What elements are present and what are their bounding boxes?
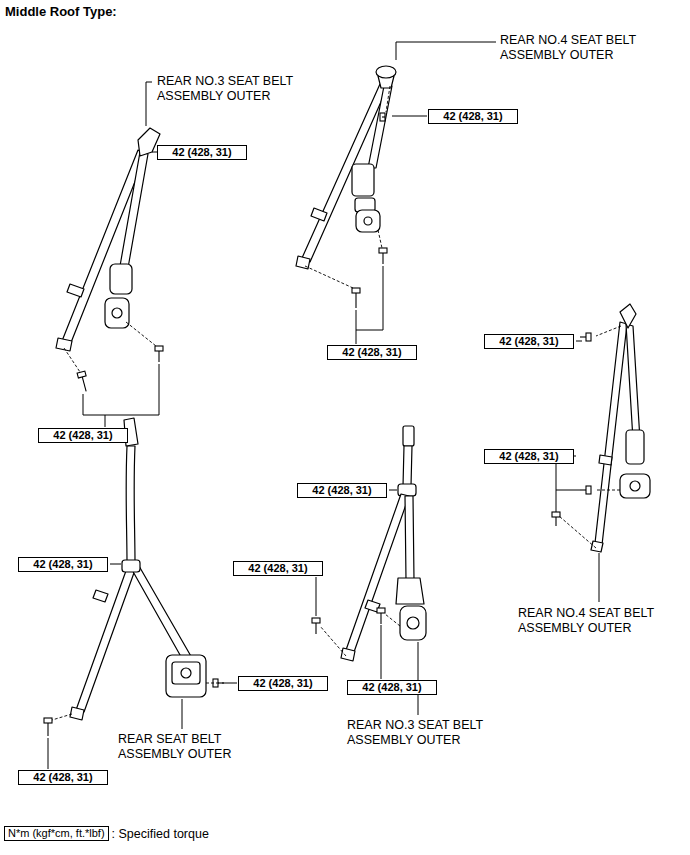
- torque-box: 42 (428, 31): [428, 109, 518, 124]
- torque-box: 42 (428, 31): [297, 483, 387, 498]
- torque-value: 42 (428, 31): [248, 562, 307, 574]
- part-name: REAR NO.4 SEAT BELT ASSEMBLY OUTER: [518, 606, 683, 636]
- torque-value: 42 (428, 31): [342, 346, 401, 358]
- part-name: REAR SEAT BELT ASSEMBLY OUTER: [118, 732, 283, 762]
- legend-text: : Specified torque: [109, 827, 209, 841]
- torque-box: 42 (428, 31): [38, 428, 128, 443]
- unit-box: N*m (kgf*cm, ft.*lbf): [4, 826, 109, 841]
- torque-value: 42 (428, 31): [253, 677, 312, 689]
- torque-box: 42 (428, 31): [347, 680, 437, 695]
- torque-box: 42 (428, 31): [18, 770, 108, 785]
- part-name: REAR NO.3 SEAT BELT ASSEMBLY OUTER: [157, 74, 322, 104]
- torque-value: 42 (428, 31): [53, 429, 112, 441]
- torque-box: 42 (428, 31): [233, 561, 323, 576]
- torque-value: 42 (428, 31): [312, 484, 371, 496]
- torque-box: 42 (428, 31): [484, 334, 574, 349]
- torque-box: 42 (428, 31): [157, 145, 247, 160]
- torque-box: 42 (428, 31): [18, 557, 108, 572]
- torque-value: 42 (428, 31): [499, 450, 558, 462]
- diagram-title: Middle Roof Type:: [5, 4, 117, 19]
- torque-box: 42 (428, 31): [238, 676, 328, 691]
- torque-value: 42 (428, 31): [362, 681, 421, 693]
- torque-value: 42 (428, 31): [33, 771, 92, 783]
- torque-value: 42 (428, 31): [499, 335, 558, 347]
- torque-value: 42 (428, 31): [443, 110, 502, 122]
- part-name: REAR NO.3 SEAT BELT ASSEMBLY OUTER: [347, 718, 512, 748]
- torque-box: 42 (428, 31): [327, 345, 417, 360]
- torque-box: 42 (428, 31): [484, 449, 574, 464]
- part-name: REAR NO.4 SEAT BELT ASSEMBLY OUTER: [500, 33, 665, 63]
- torque-legend: N*m (kgf*cm, ft.*lbf): Specified torque: [4, 826, 209, 841]
- torque-value: 42 (428, 31): [33, 558, 92, 570]
- torque-value: 42 (428, 31): [172, 146, 231, 158]
